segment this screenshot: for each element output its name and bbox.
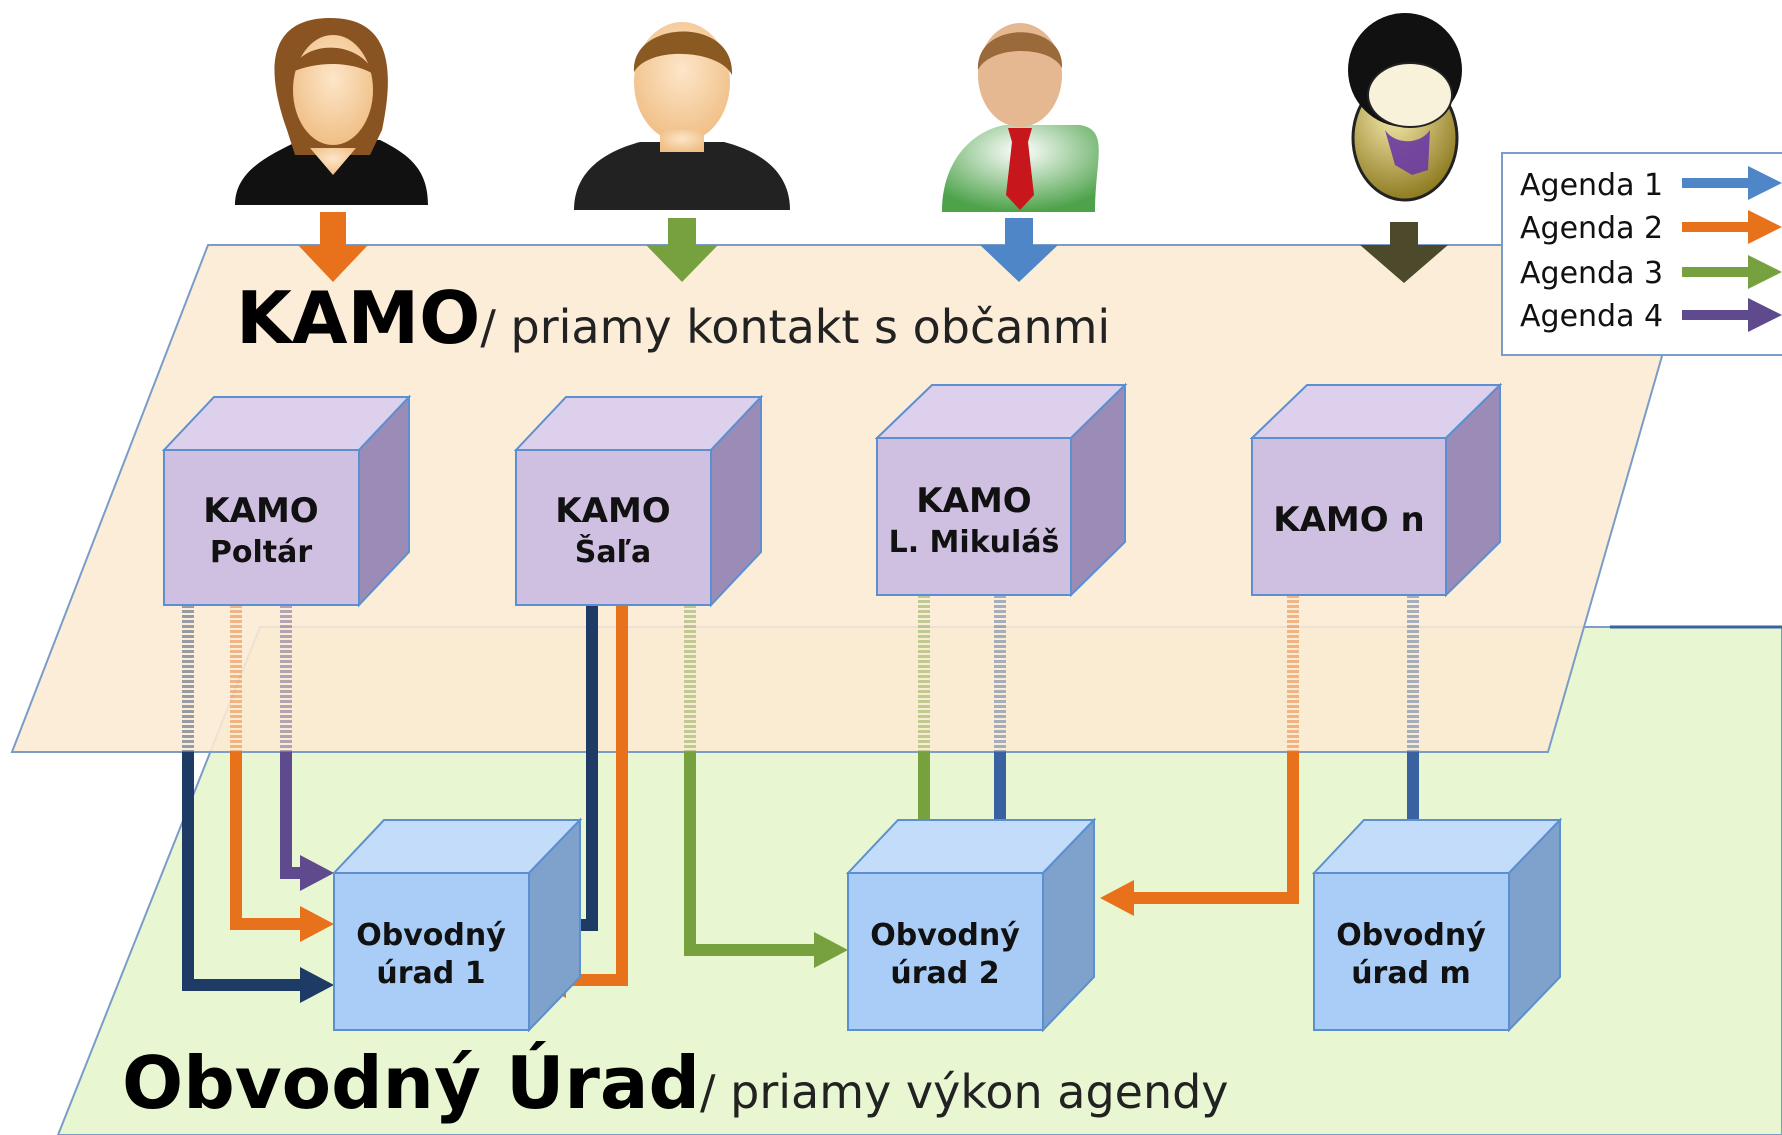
kamo-box-sala: KAMO Šaľa	[513, 394, 764, 608]
kamo-box-n: KAMO n	[1249, 382, 1503, 598]
svg-text:Obvodný: Obvodný	[1336, 918, 1486, 953]
svg-text:KAMO n: KAMO n	[1273, 500, 1424, 540]
svg-text:KAMO: KAMO	[916, 481, 1031, 521]
svg-text:Agenda 1: Agenda 1	[1520, 168, 1663, 203]
office-box-1: Obvodný úrad 1	[331, 817, 583, 1033]
person-arrow-agenda-3	[646, 218, 718, 282]
person-arrow-agenda-1	[980, 218, 1058, 282]
svg-text:Obvodný: Obvodný	[870, 918, 1020, 953]
legend-item-agenda-1: Agenda 1	[1520, 166, 1782, 203]
kamo-box-poltar: KAMO Poltár	[161, 394, 412, 608]
svg-text:L. Mikuláš: L. Mikuláš	[889, 525, 1060, 560]
svg-text:úrad 1: úrad 1	[376, 956, 485, 991]
connector-sala-agenda-3	[684, 752, 820, 956]
legend: Agenda 1 Agenda 2 Agenda 3 Agenda 4	[1501, 152, 1782, 356]
connector-poltar-agenda-1	[182, 752, 305, 991]
woman-icon	[235, 18, 428, 205]
connector-poltar-agenda-2	[230, 752, 305, 930]
svg-text:úrad 2: úrad 2	[890, 956, 999, 991]
svg-text:Agenda 2: Agenda 2	[1520, 211, 1663, 246]
person-arrow-agenda-4	[1360, 222, 1448, 283]
connector-kamo-n-agenda-2	[1128, 752, 1299, 904]
businessman-icon	[942, 23, 1099, 212]
person-icon	[1348, 13, 1462, 202]
svg-text:KAMO: KAMO	[203, 491, 318, 531]
svg-text:KAMO: KAMO	[555, 491, 670, 531]
office-box-2: Obvodný úrad 2	[845, 817, 1097, 1033]
connector-poltar-agenda-4	[280, 752, 305, 879]
svg-text:Poltár: Poltár	[210, 535, 312, 570]
connector-sala-agenda-2	[560, 605, 628, 986]
legend-item-agenda-4: Agenda 4	[1520, 298, 1782, 334]
legend-item-agenda-3: Agenda 3	[1520, 255, 1782, 291]
man-icon	[574, 22, 790, 210]
kamo-title: KAMO/ priamy kontakt s občanmi	[236, 276, 1110, 360]
svg-text:Obvodný: Obvodný	[356, 918, 506, 953]
person-arrow-agenda-2	[298, 212, 368, 282]
obvodny-urad-title: Obvodný Úrad/ priamy výkon agendy	[122, 1041, 1229, 1125]
office-box-m: Obvodný úrad m	[1311, 817, 1563, 1033]
svg-text:Šaľa: Šaľa	[575, 533, 651, 570]
kamo-plane	[10, 244, 1696, 753]
svg-text:úrad m: úrad m	[1351, 956, 1471, 991]
legend-item-agenda-2: Agenda 2	[1520, 210, 1782, 246]
kamo-box-l-mikulas: KAMO L. Mikuláš	[874, 382, 1128, 598]
svg-text:Agenda 4: Agenda 4	[1520, 299, 1663, 334]
svg-text:Agenda 3: Agenda 3	[1520, 256, 1663, 291]
